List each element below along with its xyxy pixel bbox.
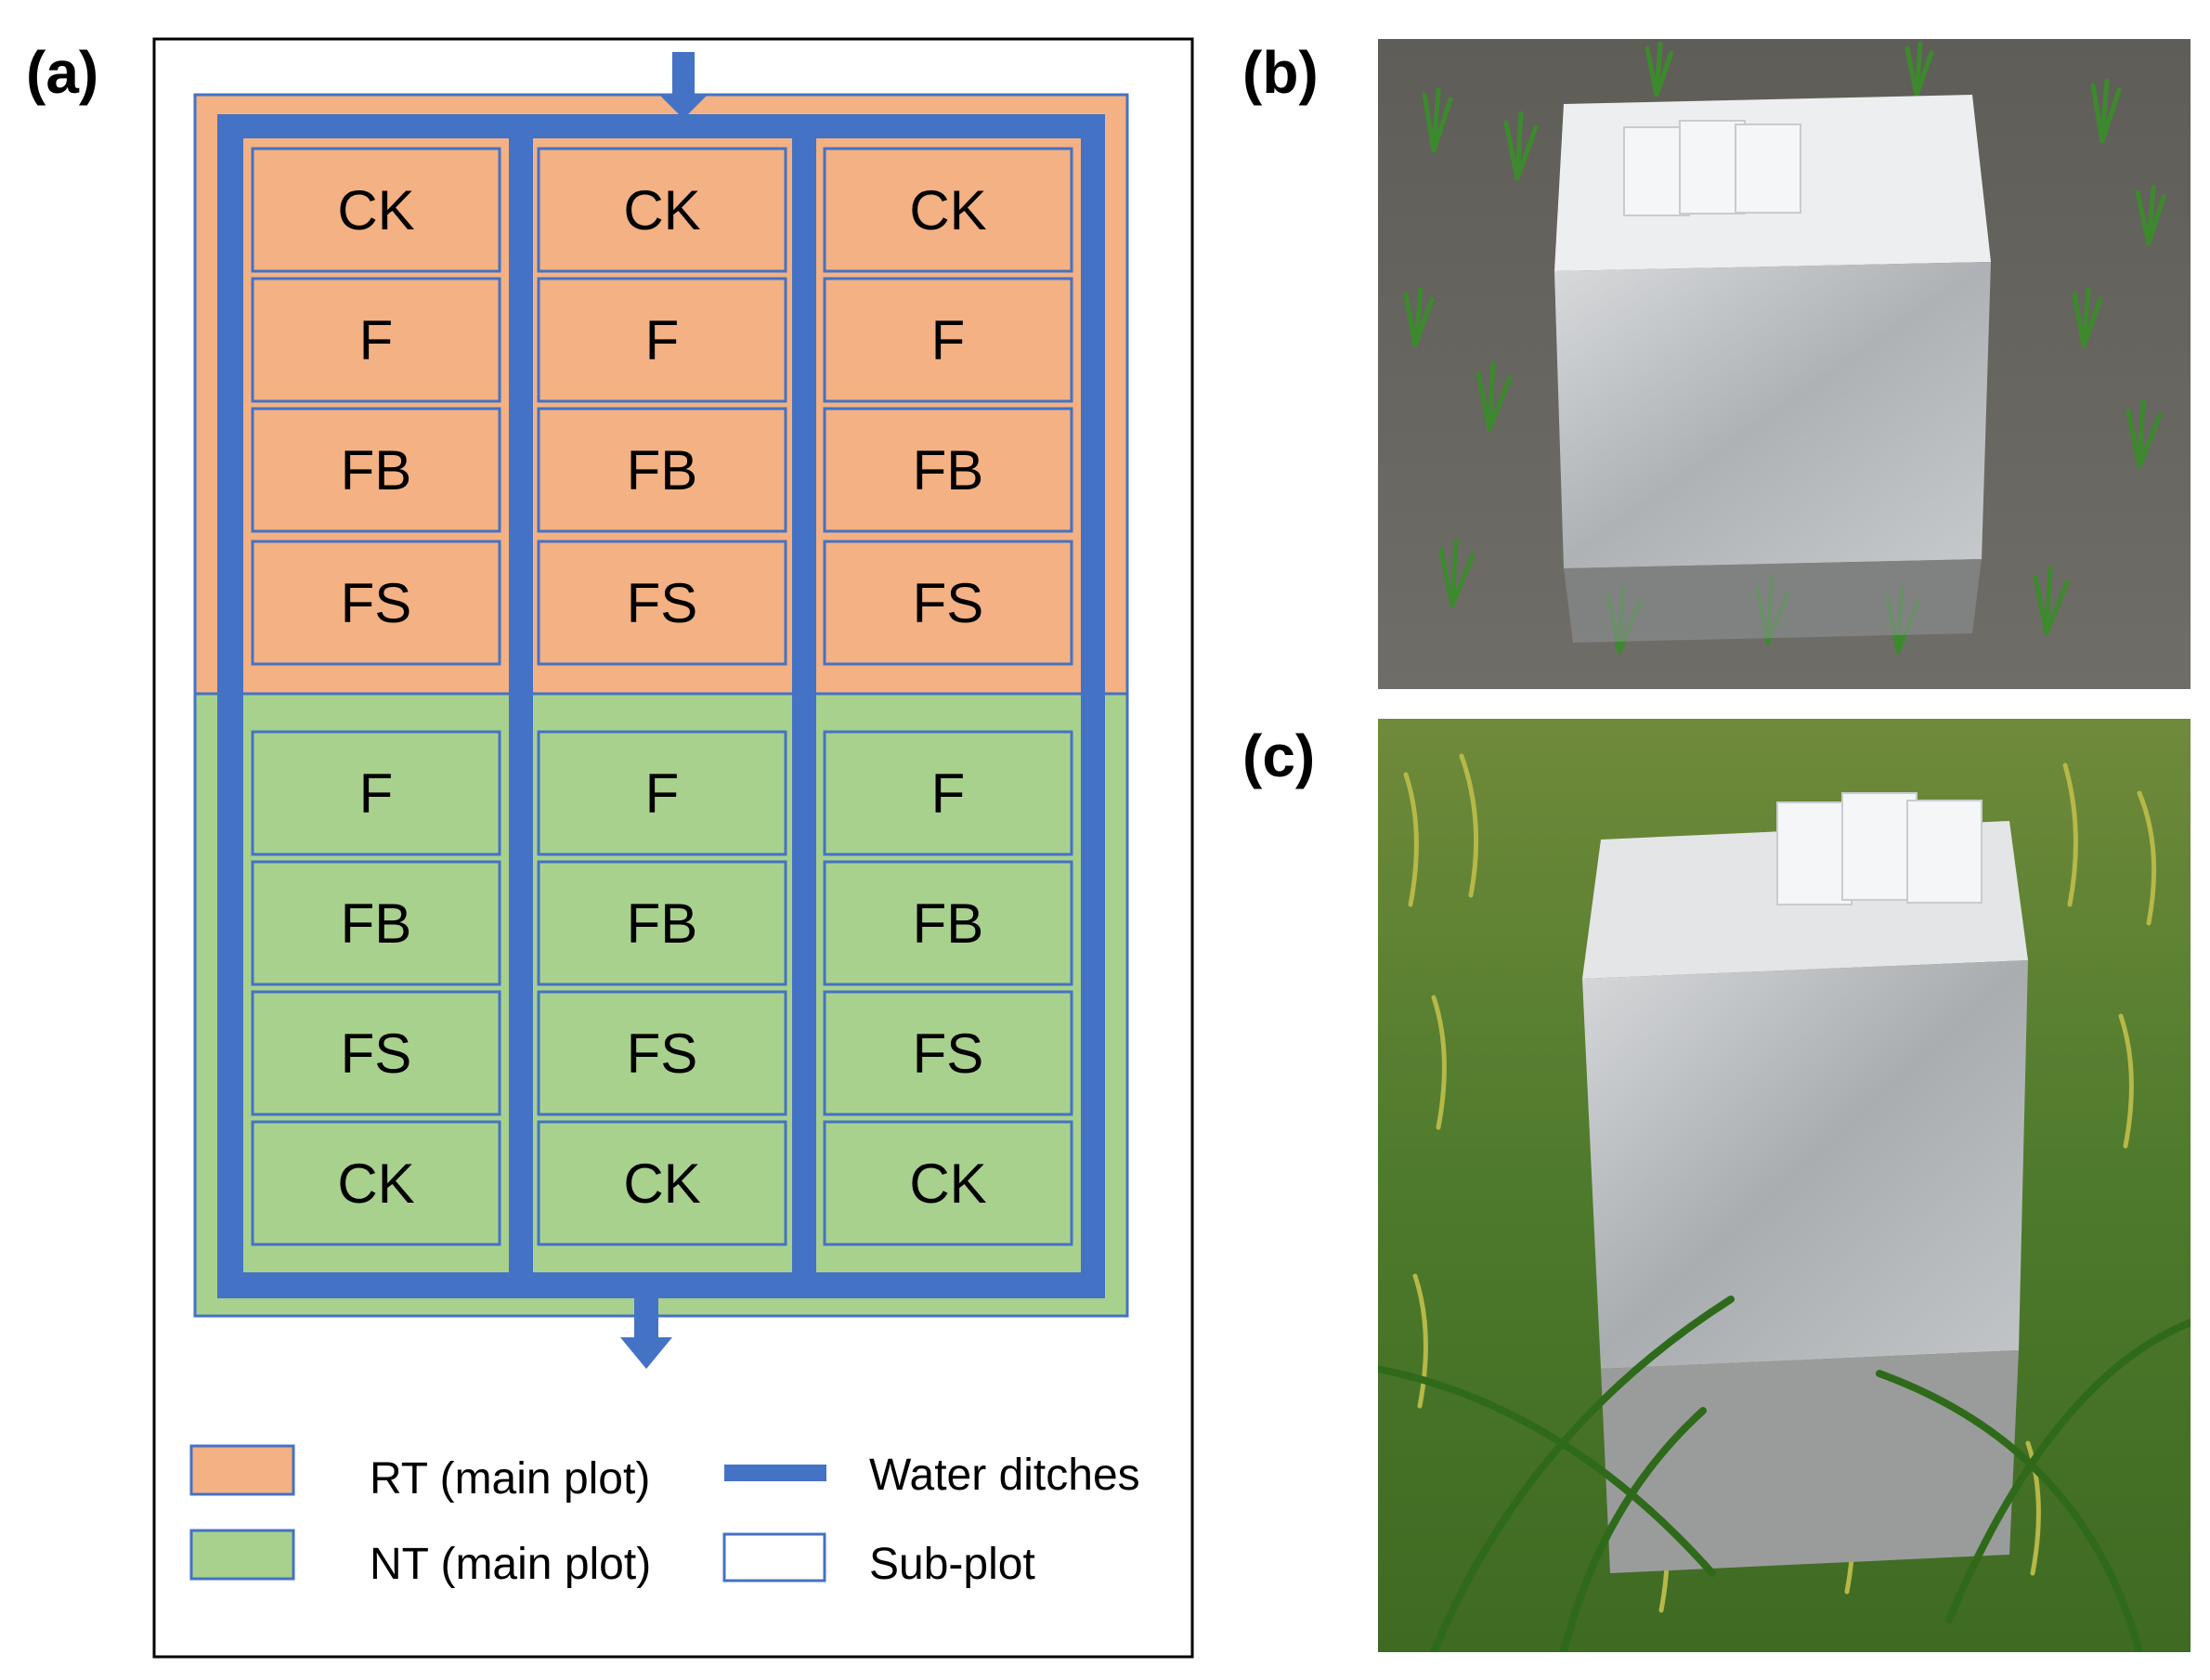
nt-subplot-r3-c1 [251,990,501,1116]
rt-subplot-r3-c1 [251,407,501,533]
rt-subplot-label: F [359,309,394,371]
rt-subplot-label: FB [341,439,412,501]
ditch-right [1081,114,1105,1298]
nt-subplot-r4-c1 [251,1120,501,1246]
nt-subplot-r1-c1 [251,730,501,856]
photo-panel-c [1378,719,2190,1652]
nt-subplot-label: F [931,762,966,825]
panel-label-c: (c) [1242,723,1316,789]
subplots: CK CK CK F F F FB FB FB FS FS FS F F F FB FB FB FS FS FS CK CK… [251,147,1073,1246]
panel-label-b: (b) [1242,39,1319,106]
photo-panel-b [1378,39,2190,689]
rt-subplot-r1-c2 [537,147,787,273]
chamber-base [1601,1350,2019,1573]
rt-subplot-r1-c1 [251,147,501,273]
rt-subplot-r3-c2 [537,407,787,533]
nt-subplot-label: CK [337,1153,414,1215]
ditch-left [217,114,243,1298]
legend-nt-label: NT (main plot) [370,1540,651,1589]
rt-subplot-label: CK [909,179,986,241]
chamber-body [1582,960,2028,1369]
nt-subplot-label: FS [627,1022,698,1085]
nt-subplot-r3-c2 [537,990,787,1116]
field-layout-diagram: CK CK CK F F F FB FB FB FS FS FS F F F FB FB FB FS FS FS CK CK… [152,37,1194,1659]
nt-subplot-label: F [359,762,394,825]
nt-subplot-label: F [645,762,680,825]
rt-subplot-label: F [645,309,680,371]
nt-subplot-r2-c1 [251,860,501,986]
nt-subplot-label: FS [341,1022,412,1085]
rt-subplot-r2-c2 [537,277,787,403]
legend: RT (main plot) NT (main plot) Water ditc… [189,1444,1140,1589]
legend-ditch-label: Water ditches [869,1451,1140,1500]
rt-subplot-label: F [931,309,966,371]
ditch-top [217,114,1105,138]
rt-subplot-label: FS [341,572,412,634]
foreground-leaves [1378,1296,2190,1652]
gas-sample-bags [1623,120,1801,216]
rt-subplot-label: FS [913,572,984,634]
gas-sample-bags [1776,792,1982,905]
rt-subplot-r4-c3 [823,540,1073,666]
panel-label-a: (a) [26,39,99,106]
legend-nt-swatch [189,1529,295,1581]
rt-subplot-label: CK [623,179,700,241]
ditch-mid-1 [509,138,533,1272]
nt-subplot-label: CK [909,1153,986,1215]
rt-subplot-r4-c1 [251,540,501,666]
rt-subplot-r1-c3 [823,147,1073,273]
rt-subplot-r2-c1 [251,277,501,403]
rt-subplot-label: FB [913,439,984,501]
nt-subplot-r3-c3 [823,990,1073,1116]
ditch-bottom [217,1272,1105,1298]
rt-subplot-label: CK [337,179,414,241]
water-flow-arrows [620,52,708,1369]
legend-subplot-swatch [722,1532,826,1582]
rt-subplot-label: FS [627,572,698,634]
nt-subplot-label: FB [913,892,984,955]
nt-subplot-label: CK [623,1153,700,1215]
chamber-reflection [1564,559,1982,643]
nt-subplot-label: FS [913,1022,984,1085]
rt-subplot-label: FB [627,439,698,501]
nt-subplot-label: FB [627,892,698,955]
nt-subplot-r1-c2 [537,730,787,856]
nt-subplot-r2-c3 [823,860,1073,986]
legend-ditch-swatch [724,1465,826,1481]
inflow-arrow [659,52,708,119]
rt-subplot-r3-c3 [823,407,1073,533]
outflow-arrow [620,1298,672,1369]
nt-subplot-r4-c3 [823,1120,1073,1246]
rt-subplot-r4-c2 [537,540,787,666]
nt-subplot-r1-c3 [823,730,1073,856]
nt-subplot-r4-c2 [537,1120,787,1246]
nt-subplot-r2-c2 [537,860,787,986]
nt-subplot-label: FB [341,892,412,955]
water-ditches [217,114,1105,1298]
legend-rt-swatch [189,1444,295,1496]
legend-rt-label: RT (main plot) [370,1454,650,1504]
legend-subplot-label: Sub-plot [869,1540,1035,1589]
rt-subplot-r2-c3 [823,277,1073,403]
chamber-body [1554,262,1991,568]
ditch-mid-2 [792,138,816,1272]
